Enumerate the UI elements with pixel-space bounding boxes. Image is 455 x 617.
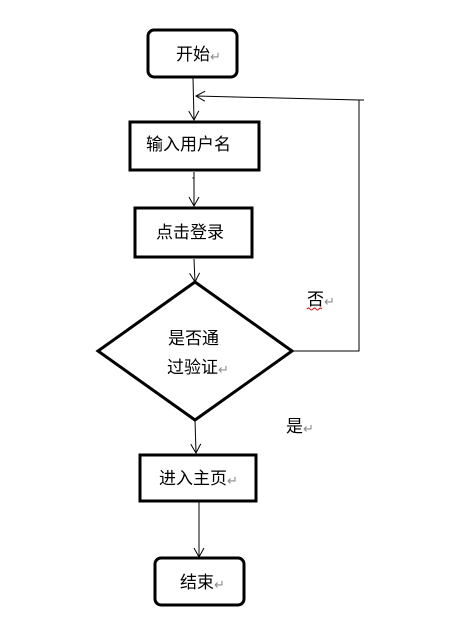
stray-dot [192, 177, 194, 179]
svg-text:开始↵: 开始↵ [176, 45, 221, 65]
edge-login-to-decision [189, 258, 201, 284]
no-label-text: 否 [307, 290, 324, 310]
svg-text:过验证↵: 过验证↵ [167, 358, 229, 378]
input-username-label: 输入用户名 [146, 135, 231, 155]
paragraph-mark: ↵ [324, 295, 335, 310]
end-label: 结束 [180, 573, 214, 593]
enter-home-label: 进入主页 [159, 469, 227, 489]
paragraph-mark: ↵ [210, 50, 221, 65]
edge-start-to-input [188, 77, 200, 122]
paragraph-mark: ↵ [214, 578, 225, 593]
svg-text:是↵: 是↵ [286, 417, 314, 437]
decision-line1: 是否通 [168, 329, 219, 349]
click-login-label: 点击登录 [156, 223, 224, 243]
decision-line2: 过验证 [167, 358, 218, 378]
no-edge-label: 否↵ [306, 290, 335, 311]
edge-no-loop-back [194, 90, 360, 352]
yes-edge-label: 是↵ [286, 417, 314, 437]
svg-text:进入主页↵: 进入主页↵ [159, 469, 238, 489]
spellcheck-underline [306, 307, 323, 311]
paragraph-mark: ↵ [227, 474, 238, 489]
edge-decision-to-home [190, 419, 202, 455]
enter-home-node: 进入主页↵ [138, 453, 258, 503]
paragraph-mark: ↵ [218, 363, 229, 378]
svg-text:结束↵: 结束↵ [180, 573, 225, 593]
input-username-node: 输入用户名 [128, 120, 261, 172]
decision-node: 是否通 过验证↵ [95, 280, 295, 422]
end-node: 结束↵ [153, 556, 246, 607]
start-node: 开始↵ [146, 28, 239, 79]
start-label: 开始 [176, 45, 210, 65]
yes-label-text: 是 [286, 417, 303, 437]
paragraph-mark: ↵ [303, 422, 314, 437]
click-login-node: 点击登录 [133, 206, 254, 259]
svg-text:否↵: 否↵ [307, 290, 335, 310]
